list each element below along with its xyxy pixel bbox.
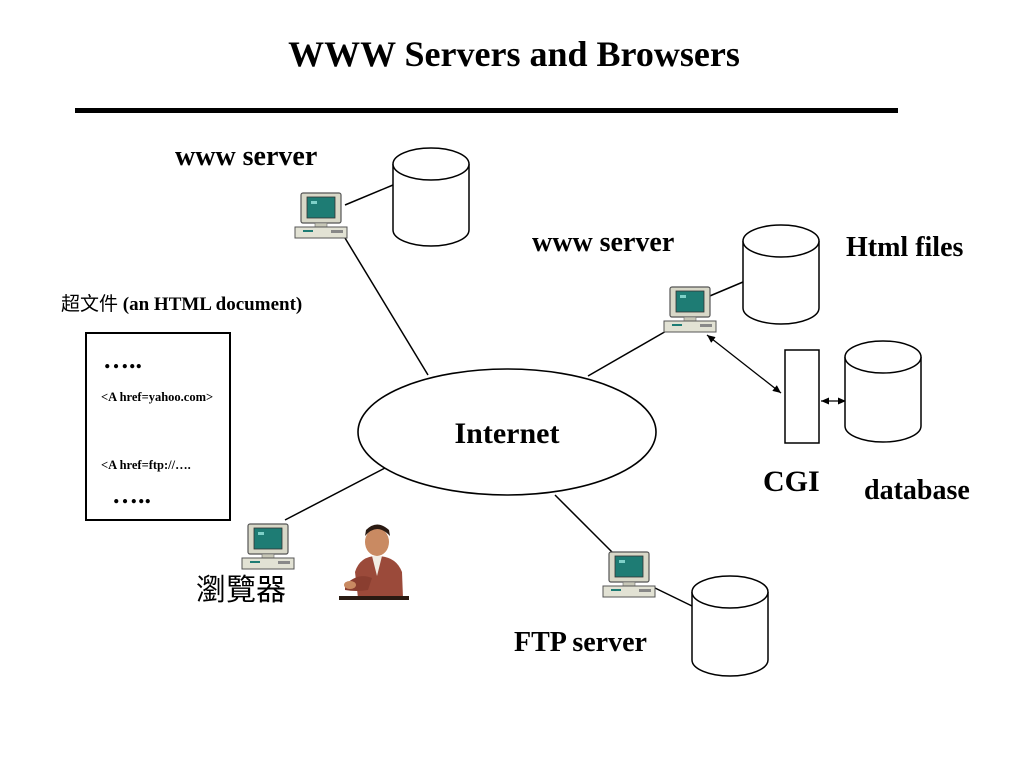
internet-ellipse	[357, 368, 657, 496]
database-storage-icon	[844, 340, 922, 443]
link-ftp-internet	[554, 494, 613, 553]
page-title: WWW Servers and Browsers	[288, 34, 740, 74]
html-files-storage-icon	[742, 224, 820, 325]
html-files-label: Html files	[846, 232, 964, 263]
browser-computer-icon	[241, 523, 295, 570]
link-right-server-internet	[587, 329, 669, 377]
link-ftp-storage	[654, 587, 693, 607]
internet-label: Internet	[455, 417, 560, 450]
link-right-server-storage	[704, 281, 744, 299]
html-document-caption-cjk: 超文件	[61, 293, 118, 315]
ftp-server-storage-icon	[691, 575, 769, 677]
browser-label: 瀏覽器	[196, 573, 286, 608]
user-figure-icon	[339, 524, 409, 600]
html-document-box	[85, 332, 231, 521]
html-document-link-ftp: <A href=ftp://….	[101, 458, 191, 472]
www-server-top-computer-icon	[294, 192, 348, 239]
ftp-server-label: FTP server	[514, 627, 647, 658]
www-server-top-storage-icon	[392, 147, 470, 247]
html-document-link-yahoo: <A href=yahoo.com>	[101, 390, 213, 404]
html-document-caption: 超文件 (an HTML document)	[61, 293, 302, 315]
html-document-caption-en: (an HTML document)	[118, 294, 302, 315]
html-document-dots-top: …..	[103, 345, 142, 374]
link-top-server-storage	[344, 184, 394, 206]
arrow-server-cgi	[706, 334, 782, 394]
link-browser-internet	[284, 467, 386, 521]
title-underline	[75, 108, 898, 113]
www-server-right-computer-icon	[663, 286, 717, 333]
www-server-right-label: www server	[532, 227, 674, 258]
ftp-server-computer-icon	[602, 551, 656, 598]
cgi-box	[784, 349, 820, 444]
www-server-top-label: www server	[175, 141, 317, 172]
cgi-label: CGI	[763, 465, 820, 498]
html-document-dots-bottom: …..	[112, 480, 151, 509]
link-top-server-internet	[344, 237, 429, 376]
database-label: database	[864, 475, 970, 506]
